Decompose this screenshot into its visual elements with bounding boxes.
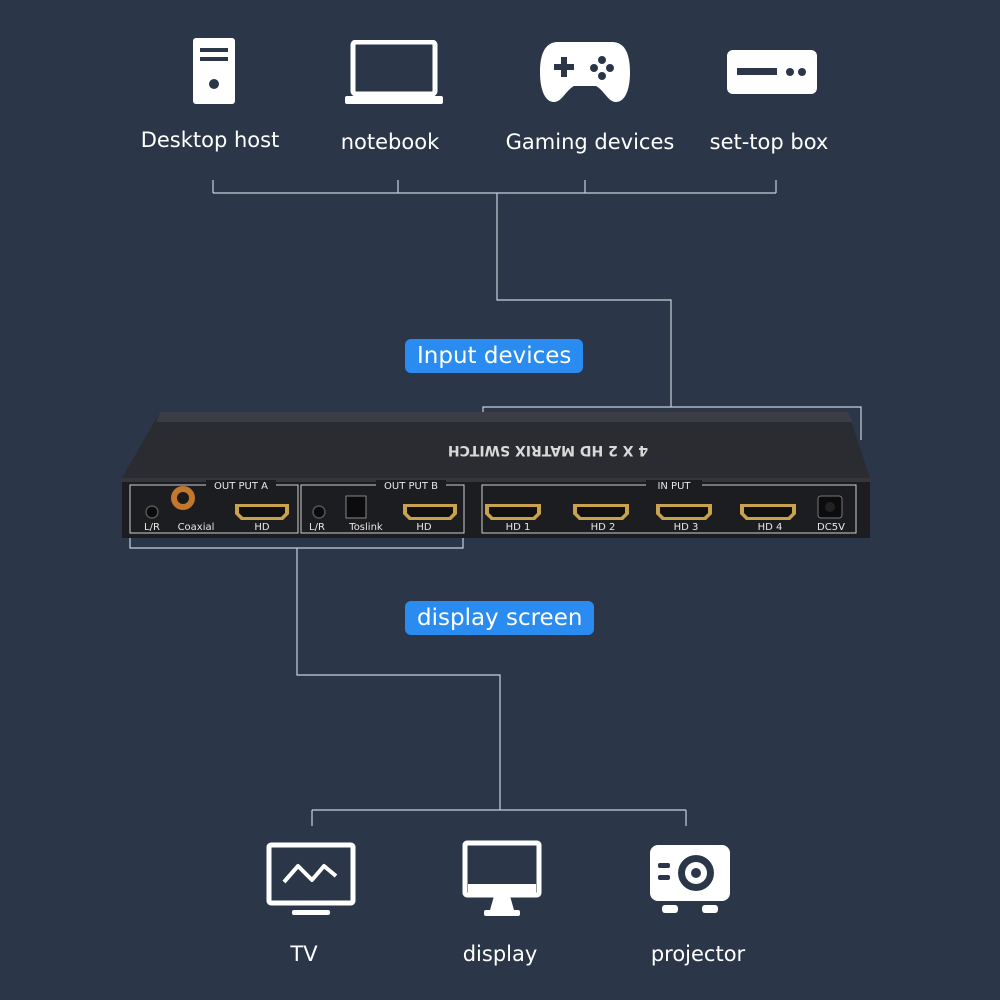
display-label-projector: projector xyxy=(650,942,746,966)
lr-label-a: L/R xyxy=(144,522,160,533)
hd-in-2-label: HD 2 xyxy=(591,522,616,533)
hd-in-3-label: HD 3 xyxy=(674,522,699,533)
display-screen-badge: display screen xyxy=(405,601,595,635)
input-devices-badge: Input devices xyxy=(405,339,584,373)
lr-jack-b xyxy=(312,505,326,519)
laptop-icon xyxy=(345,40,443,104)
out-put-b-label: OUT PUT B xyxy=(384,481,438,492)
out-put-a-label: OUT PUT A xyxy=(214,481,268,492)
gamepad-icon xyxy=(540,42,630,102)
monitor-icon xyxy=(462,840,542,916)
lr-label-b: L/R xyxy=(309,522,325,533)
projector-icon xyxy=(650,845,730,913)
device-top-text: 4 X 2 HD MATRIX SWITCH xyxy=(448,442,648,458)
matrix-switch-device: 4 X 2 HD MATRIX SWITCH OUT PUT A OUT PUT… xyxy=(122,412,870,538)
set-top-box-icon xyxy=(727,50,817,94)
display-label-tv: TV xyxy=(290,942,318,966)
hd-in-1-label: HD 1 xyxy=(506,522,531,533)
tv-icon xyxy=(266,842,356,915)
source-label-settop: set-top box xyxy=(709,130,829,154)
in-put-label: IN PUT xyxy=(657,481,691,492)
toslink-port xyxy=(345,495,367,519)
source-label-desktop: Desktop host xyxy=(140,128,280,152)
hd-label-a: HD xyxy=(254,522,270,533)
toslink-label: Toslink xyxy=(348,522,383,533)
hd-label-b: HD xyxy=(416,522,432,533)
coaxial-label: Coaxial xyxy=(178,522,215,533)
source-label-notebook: notebook xyxy=(340,130,440,154)
source-label-gaming: Gaming devices xyxy=(505,130,675,154)
lr-jack-a xyxy=(145,505,159,519)
desktop-tower-icon xyxy=(193,38,235,104)
dc5v-label: DC5V xyxy=(817,522,845,533)
display-label-display: display xyxy=(462,942,538,966)
hd-in-4-label: HD 4 xyxy=(758,522,783,533)
